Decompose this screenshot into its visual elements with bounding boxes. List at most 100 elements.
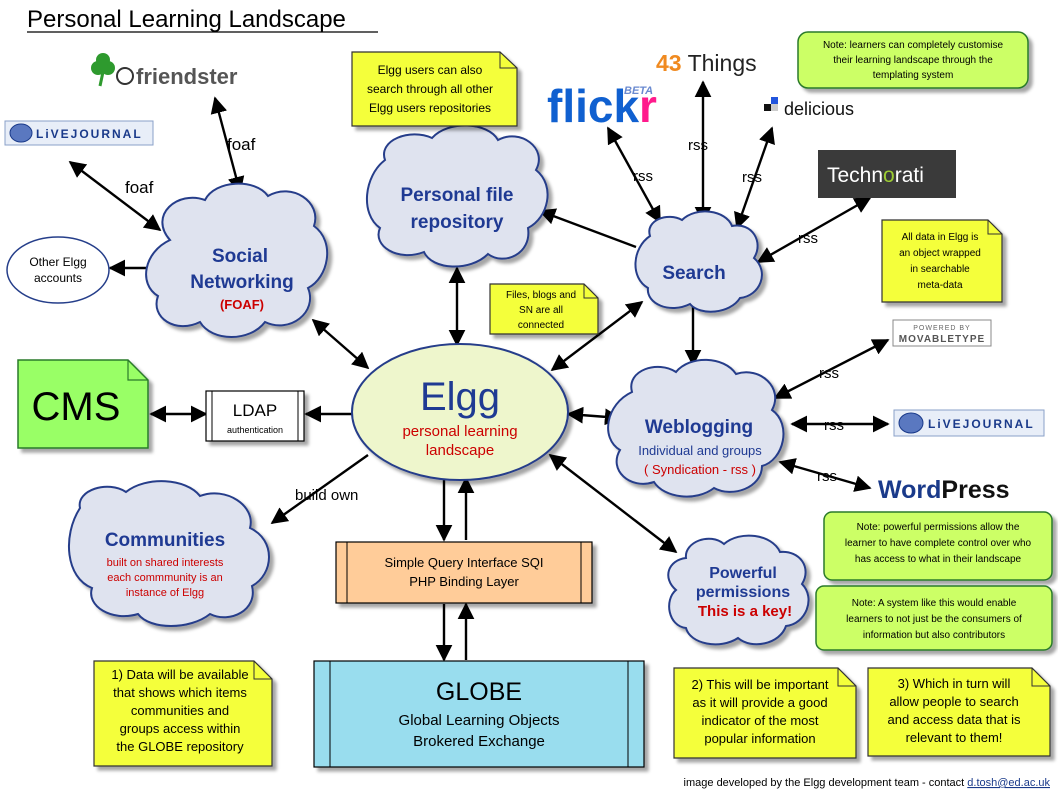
globe-title: GLOBE xyxy=(436,678,522,706)
arrow-search-technorati xyxy=(756,196,872,264)
note-elgg-users-line2: search through all other xyxy=(367,82,493,96)
arrow-weblog-wordpress xyxy=(778,458,872,492)
note-system-like xyxy=(815,585,1053,651)
sqi-line2: PHP Binding Layer xyxy=(409,574,519,589)
43things-word: Things xyxy=(688,50,757,76)
cms-box xyxy=(17,359,149,449)
page-title: Personal Learning Landscape xyxy=(27,6,346,33)
note-elgg-users-line1: Elgg users can also xyxy=(378,63,483,77)
note-2-line2: as it will provide a good xyxy=(692,695,827,710)
footer-text: image developed by the Elgg development … xyxy=(684,777,968,789)
note-all-data-line1: All data in Elgg is xyxy=(902,232,979,243)
arrow-center-communities xyxy=(270,454,369,524)
edge-label-foaf-livejournal: foaf xyxy=(125,178,154,197)
note-all-data-line4: meta-data xyxy=(917,280,962,291)
note-2 xyxy=(673,667,857,759)
arrow-center-permissions xyxy=(548,453,678,554)
note-1-line4: groups access within xyxy=(120,721,241,736)
permissions-line1: Powerful xyxy=(709,565,777,582)
note-1-line2: that shows which items xyxy=(113,685,247,700)
other-elgg-line1: Other Elgg xyxy=(29,255,86,269)
arrow-center-search xyxy=(550,300,644,372)
arrow-social-friendster xyxy=(210,96,245,194)
cms-label: CMS xyxy=(32,385,121,429)
elgg-sub1: personal learning xyxy=(402,423,517,440)
livejournal-wordmark-top: LiVEJOURNAL xyxy=(36,127,143,141)
edge-labels: foaf foaf rss rss rss rss rss rss rss bu… xyxy=(125,135,844,504)
weblogging-sub2: ( Syndication - rss ) xyxy=(644,462,756,477)
delicious-logo: delicious xyxy=(764,97,854,119)
communities-sub2: each commmunity is an xyxy=(107,572,223,584)
social-networking-line2: Networking xyxy=(190,272,293,293)
delicious-wordmark: delicious xyxy=(784,99,854,119)
flickr-wordmark-pink: r xyxy=(639,80,657,132)
note-2-line3: indicator of the most xyxy=(701,713,818,728)
43things-number: 43 xyxy=(656,50,682,76)
sqi-box xyxy=(335,541,593,604)
note-elgg-users xyxy=(351,51,518,127)
cloud-powerful-permissions xyxy=(667,534,810,646)
globe-line2: Global Learning Objects xyxy=(399,712,560,729)
note-all-data-line3: in searchable xyxy=(910,264,970,275)
flickr-logo: flickr BETA xyxy=(547,80,657,132)
note-3-text: 3) Which in turn will allow people to se… xyxy=(888,676,1021,745)
note-all-data-line2: an object wrapped xyxy=(899,248,981,259)
note-3 xyxy=(867,667,1051,757)
arrow-weblog-movable xyxy=(773,338,890,400)
movabletype-powered: POWERED BY xyxy=(913,325,970,332)
note-powerful-permissions xyxy=(823,511,1053,581)
arrow-search-delicious xyxy=(734,126,775,230)
wordpress-logo: WordPress xyxy=(878,476,1010,504)
other-elgg-ellipse xyxy=(6,236,110,304)
note-files-blogs-line3: connected xyxy=(518,320,564,331)
permissions-line2: permissions xyxy=(696,584,790,601)
edge-label-rss-flickr: rss xyxy=(633,168,653,185)
note-customise-line3: templating system xyxy=(873,70,954,81)
note-powerful-line2: learner to have complete control over wh… xyxy=(845,538,1032,549)
note-system-line1: Note: A system like this would enable xyxy=(852,598,1017,609)
note-files-blogs-text: Files, blogs and SN are all connected xyxy=(506,290,576,331)
elgg-sub2: landscape xyxy=(426,442,494,459)
note-customise-text: Note: learners can completely customise … xyxy=(823,40,1004,81)
note-customise-line2: their learning landscape through the xyxy=(833,55,993,66)
communities-label: Communities xyxy=(105,530,225,551)
ldap-title: LDAP xyxy=(233,401,277,420)
sqi-line1: Simple Query Interface SQI xyxy=(385,555,544,570)
svg-text:WordPress: WordPress xyxy=(878,476,1010,504)
edge-label-build-own: build own xyxy=(295,487,358,504)
note-2-line4: popular information xyxy=(704,731,815,746)
note-2-text: 2) This will be important as it will pro… xyxy=(691,677,828,746)
note-all-data-text: All data in Elgg is an object wrapped in… xyxy=(899,232,981,291)
note-system-line3: information but also contributors xyxy=(863,630,1005,641)
note-system-like-text: Note: A system like this would enable le… xyxy=(846,598,1022,641)
note-1-text: 1) Data will be available that shows whi… xyxy=(111,667,248,754)
cloud-personal-file-repository xyxy=(366,124,549,268)
cloud-weblogging xyxy=(607,358,785,498)
arrow-search-flickr xyxy=(606,126,662,224)
note-1-line5: the GLOBE repository xyxy=(116,739,244,754)
note-2-line1: 2) This will be important xyxy=(691,677,828,692)
arrow-social-livejournal xyxy=(68,160,162,232)
note-powerful-line3: has access to what in their landscape xyxy=(855,554,1022,565)
weblogging-sub1: Individual and groups xyxy=(638,443,762,458)
livejournal-logo-top: LiVEJOURNAL xyxy=(4,120,154,146)
note-elgg-users-line3: Elgg users repositories xyxy=(369,101,491,115)
note-3-line4: relevant to them! xyxy=(906,730,1003,745)
globe-box xyxy=(313,660,645,768)
footer-email-link[interactable]: d.tosh@ed.ac.uk xyxy=(967,777,1050,789)
globe-line3: Brokered Exchange xyxy=(413,733,545,750)
technorati-o: o xyxy=(883,164,895,187)
note-powerful-line1: Note: powerful permissions allow the xyxy=(857,522,1020,533)
note-1-line1: 1) Data will be available xyxy=(111,667,248,682)
weblogging-label: Weblogging xyxy=(645,417,753,438)
edge-label-rss-delicious: rss xyxy=(742,169,762,186)
svg-text:Technorati: Technorati xyxy=(827,164,924,187)
svg-text:flickr: flickr xyxy=(547,80,657,132)
arrow-repo-search xyxy=(538,208,637,249)
other-elgg-line2: accounts xyxy=(34,271,82,285)
permissions-line3: This is a key! xyxy=(698,603,792,620)
cms-fold xyxy=(127,360,148,381)
note-all-data xyxy=(881,219,1003,303)
livejournal-logo-right: LiVEJOURNAL xyxy=(893,409,1045,437)
